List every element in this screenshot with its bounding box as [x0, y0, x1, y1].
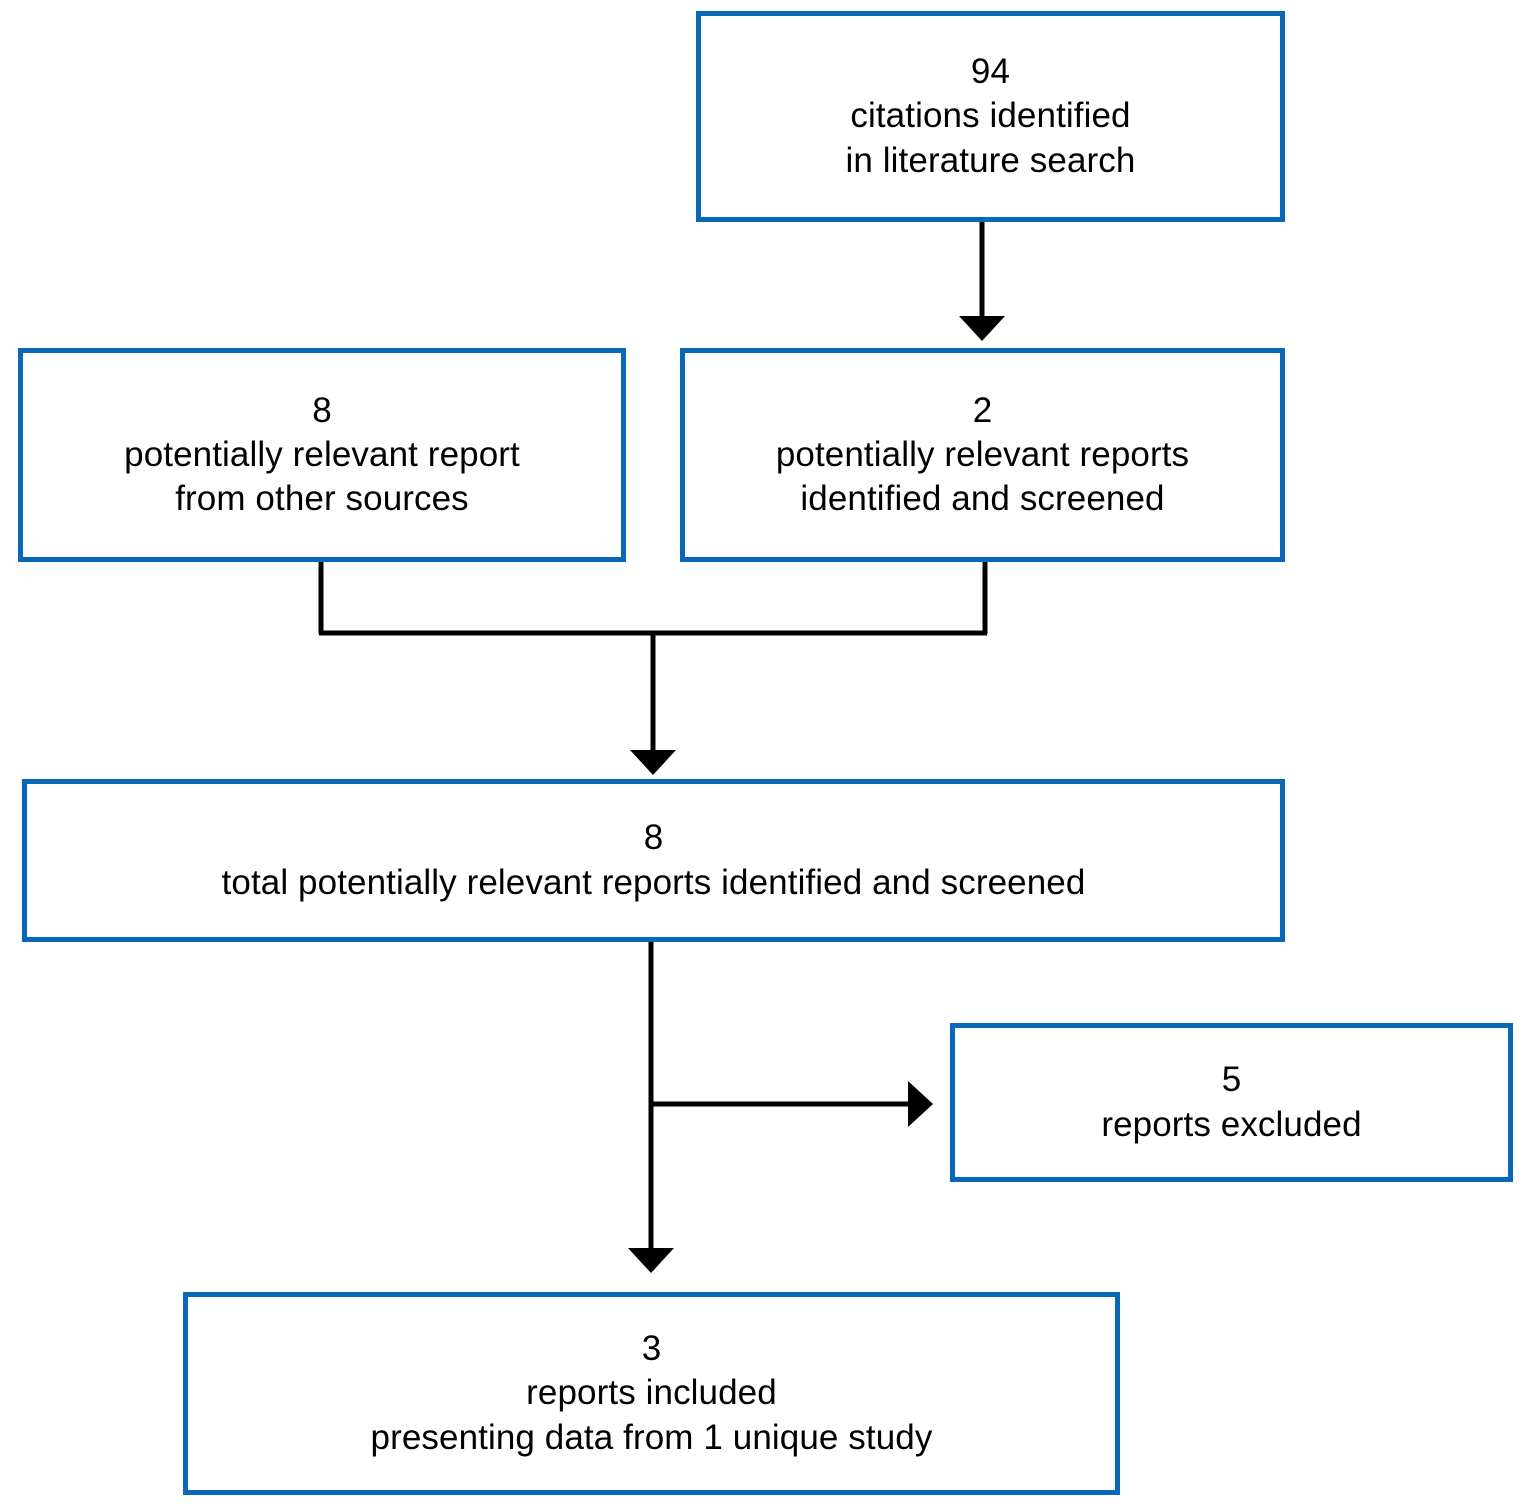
- node-reports-included-count: 3: [641, 1329, 662, 1369]
- node-citations-identified-line3: in literature search: [845, 140, 1136, 180]
- node-reports-excluded-line2: reports excluded: [1101, 1104, 1362, 1144]
- node-total-reports-screened-line2: total potentially relevant reports ident…: [221, 862, 1086, 902]
- node-reports-excluded-count: 5: [1221, 1060, 1242, 1100]
- node-reports-screened-line2: potentially relevant reports: [775, 434, 1190, 474]
- connector-total-screened-to-excluded: [651, 1081, 933, 1127]
- node-citations-identified-line2: citations identified: [850, 96, 1131, 136]
- node-reports-included-line3: presenting data from 1 unique study: [370, 1417, 933, 1457]
- node-reports-included: 3 reports included presenting data from …: [183, 1292, 1120, 1495]
- node-total-reports-screened-count: 8: [643, 818, 664, 858]
- node-total-reports-screened: 8 total potentially relevant reports ide…: [22, 779, 1285, 942]
- node-reports-included-line2: reports included: [526, 1373, 777, 1413]
- node-other-sources: 8 potentially relevant report from other…: [18, 348, 626, 562]
- node-other-sources-count: 8: [312, 390, 332, 430]
- node-citations-identified: 94 citations identified in literature se…: [696, 11, 1285, 222]
- connector-identified-to-screened: [959, 222, 1005, 341]
- node-citations-identified-count: 94: [970, 52, 1011, 92]
- node-other-sources-line3: from other sources: [175, 479, 469, 519]
- connector-merge-junction: [318, 562, 988, 636]
- node-reports-screened: 2 potentially relevant reports identifie…: [680, 348, 1285, 562]
- connector-merge-to-total-screened: [630, 633, 676, 775]
- connector-total-screened-to-included: [628, 942, 674, 1273]
- node-reports-screened-line3: identified and screened: [800, 479, 1165, 519]
- node-other-sources-line2: potentially relevant report: [124, 434, 520, 474]
- node-reports-screened-count: 2: [972, 390, 993, 430]
- node-reports-excluded: 5 reports excluded: [950, 1023, 1513, 1182]
